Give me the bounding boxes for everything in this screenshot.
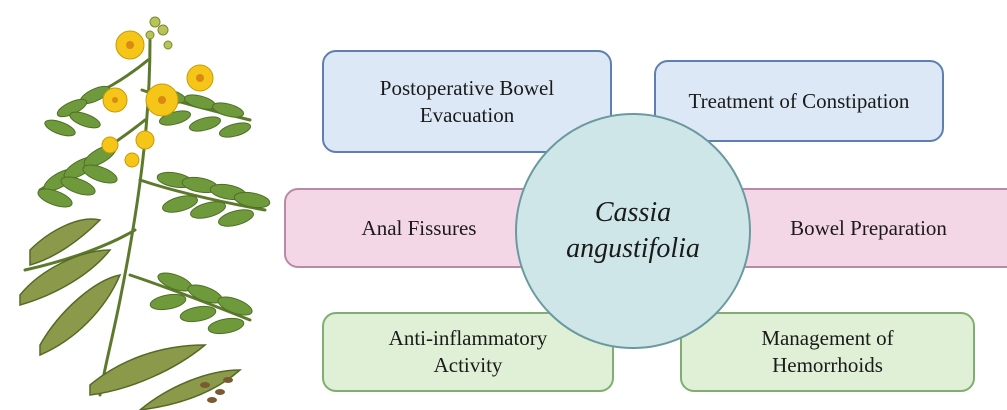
anal-fissures-box: Anal Fissures xyxy=(284,188,554,268)
center-line2: angustifolia xyxy=(566,231,700,267)
postoperative-line1: Postoperative Bowel xyxy=(380,75,554,102)
bowel-preparation-box: Bowel Preparation xyxy=(728,188,1007,268)
postoperative-line2: Evacuation xyxy=(380,102,554,129)
treatment-of-constipation-box: Treatment of Constipation xyxy=(654,60,944,142)
bowel-preparation-label: Bowel Preparation xyxy=(790,215,947,242)
cassia-angustifolia-center-circle: Cassia angustifolia xyxy=(515,113,751,349)
senna-plant-illustration xyxy=(0,0,290,410)
anal-fissures-label: Anal Fissures xyxy=(362,215,477,242)
management-of-hemorrhoids-box: Management of Hemorrhoids xyxy=(680,312,975,392)
constipation-label: Treatment of Constipation xyxy=(689,88,910,115)
plant-leaves xyxy=(36,83,271,336)
hemorrhoids-line1: Management of xyxy=(761,325,893,352)
anti-inflammatory-line2: Activity xyxy=(389,352,548,379)
center-line1: Cassia xyxy=(595,195,671,231)
anti-inflammatory-line1: Anti-inflammatory xyxy=(389,325,548,352)
hemorrhoids-line2: Hemorrhoids xyxy=(761,352,893,379)
